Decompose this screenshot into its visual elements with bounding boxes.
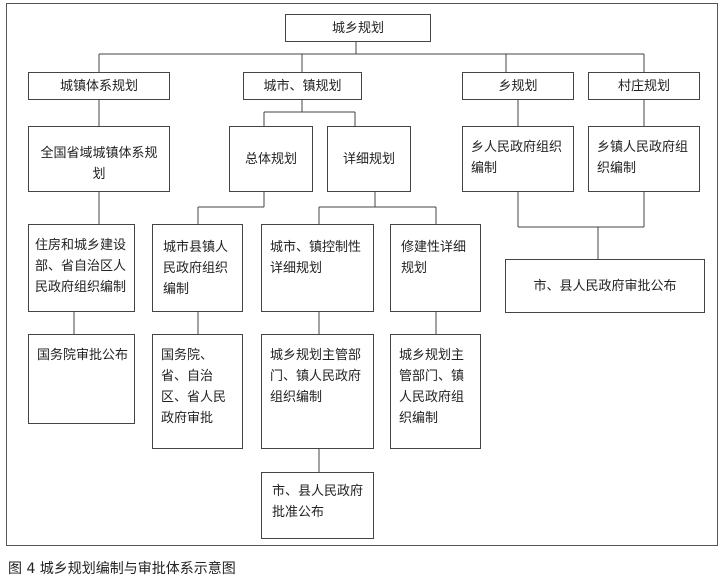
village-preparer-label: 乡镇人民政府组织编制: [597, 140, 689, 176]
regulatory-approver-label: 市、县人民政府批准公布: [272, 484, 364, 520]
state-council-approval-box: 国务院审批公布: [28, 334, 135, 424]
village-preparer-box: 乡镇人民政府组织编制: [588, 126, 700, 192]
town-system-label: 城镇体系规划: [59, 78, 138, 94]
city-town-box: 城市、镇规划: [243, 72, 362, 100]
constructive-plan-box: 修建性详细规划: [390, 224, 481, 312]
detailed-plan-box: 详细规划: [327, 126, 411, 192]
root-label: 城乡规划: [331, 20, 384, 36]
ministry-preparer-label: 住房和城乡建设部、省自治区人民政府组织编制: [35, 238, 127, 295]
ministry-preparer-box: 住房和城乡建设部、省自治区人民政府组织编制: [28, 224, 135, 312]
national-provincial-plan-label: 全国省域城镇体系规划: [40, 146, 158, 182]
regulatory-preparer-label: 城乡规划主管部门、镇人民政府组织编制: [270, 348, 362, 405]
master-approver-box: 国务院、省、自治区、省人民政府审批: [152, 334, 243, 449]
regulatory-preparer-box: 城乡规划主管部门、镇人民政府组织编制: [261, 334, 374, 449]
constructive-plan-label: 修建性详细规划: [401, 240, 467, 276]
township-approver-box: 市、县人民政府审批公布: [505, 259, 705, 313]
detailed-plan-label: 详细规划: [342, 151, 395, 167]
township-label: 乡规划: [498, 78, 538, 94]
master-approver-label: 国务院、省、自治区、省人民政府审批: [161, 348, 227, 426]
master-plan-box: 总体规划: [229, 126, 313, 192]
root-box: 城乡规划: [285, 14, 431, 42]
master-preparer-box: 城市县镇人民政府组织编制: [152, 224, 243, 312]
master-preparer-label: 城市县镇人民政府组织编制: [163, 240, 229, 297]
township-approver-label: 市、县人民政府审批公布: [533, 278, 677, 294]
state-council-approval-label: 国务院审批公布: [37, 348, 129, 363]
regulatory-approver-box: 市、县人民政府批准公布: [261, 472, 374, 539]
regulatory-plan-label: 城市、镇控制性详细规划: [270, 240, 362, 276]
village-label: 村庄规划: [617, 78, 670, 94]
township-box: 乡规划: [462, 72, 574, 100]
figure-caption: 图 4 城乡规划编制与审批体系示意图: [8, 561, 236, 577]
village-box: 村庄规划: [588, 72, 700, 100]
national-provincial-plan-box: 全国省域城镇体系规划: [28, 126, 170, 192]
diagram-frame: [6, 3, 718, 546]
regulatory-plan-box: 城市、镇控制性详细规划: [261, 224, 374, 312]
township-preparer-label: 乡人民政府组织编制: [471, 140, 563, 176]
township-preparer-box: 乡人民政府组织编制: [462, 126, 574, 192]
constructive-preparer-label: 城乡规划主管部门、镇人民政府组织编制: [399, 348, 465, 426]
constructive-preparer-box: 城乡规划主管部门、镇人民政府组织编制: [390, 334, 481, 449]
master-plan-label: 总体规划: [244, 151, 297, 167]
city-town-label: 城市、镇规划: [263, 78, 342, 94]
town-system-box: 城镇体系规划: [28, 72, 170, 100]
